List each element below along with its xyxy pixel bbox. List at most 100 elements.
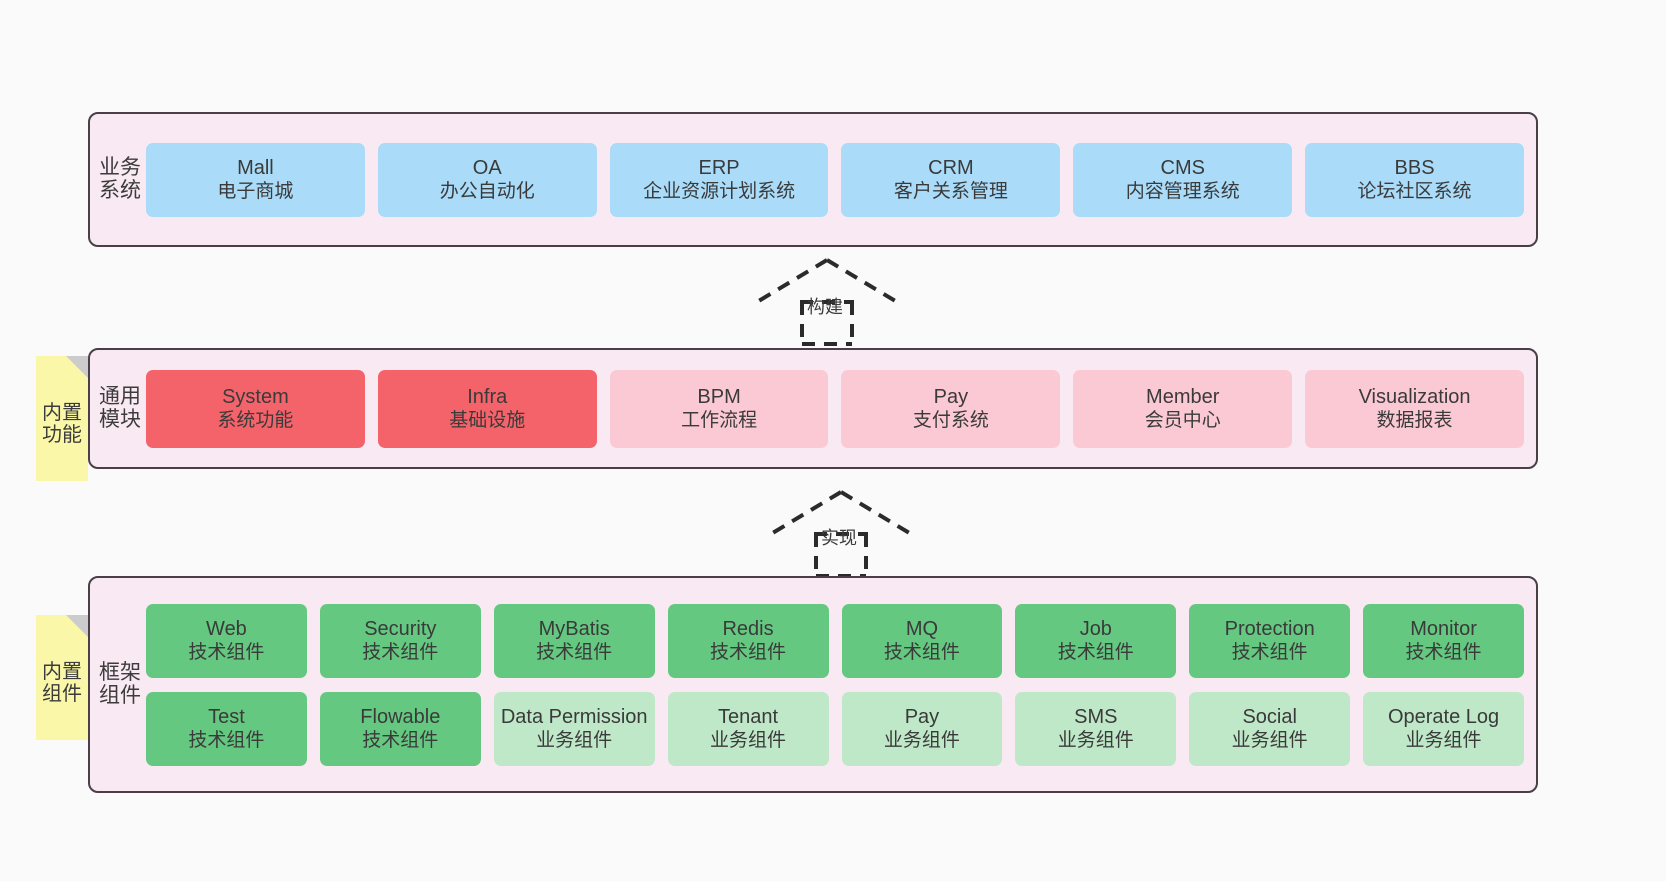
card-mq[interactable]: MQ 技术组件 <box>841 603 1003 678</box>
card-title: Test <box>208 705 245 728</box>
card-subtitle: 技术组件 <box>1231 642 1308 664</box>
card-oa[interactable]: OA 办公自动化 <box>377 142 597 217</box>
card-title: Operate Log <box>1387 705 1500 728</box>
card-row: Test 技术组件 Flowable 技术组件 Data Permission … <box>142 691 1536 766</box>
card-subtitle: 技术组件 <box>188 642 265 664</box>
card-subtitle: 业务组件 <box>536 730 613 752</box>
card-flowable[interactable]: Flowable 技术组件 <box>319 691 481 766</box>
card-test[interactable]: Test 技术组件 <box>146 691 307 766</box>
card-title: Data Permission <box>500 705 648 728</box>
note-builtin-functions: 内置功能 <box>36 356 88 481</box>
card-title: Visualization <box>1358 385 1471 408</box>
card-title: System <box>222 385 289 408</box>
card-subtitle: 电子商城 <box>217 181 294 203</box>
card-mybatis[interactable]: MyBatis 技术组件 <box>493 603 655 678</box>
card-title: Infra <box>467 385 508 408</box>
card-title: Job <box>1079 617 1112 640</box>
card-title: Pay <box>904 705 940 728</box>
card-subtitle: 工作流程 <box>681 410 758 432</box>
card-web[interactable]: Web 技术组件 <box>146 603 307 678</box>
card-cms[interactable]: CMS 内容管理系统 <box>1073 142 1293 217</box>
card-subtitle: 内容管理系统 <box>1125 181 1240 203</box>
card-row: System 系统功能 Infra 基础设施 BPM 工作流程 Pay 支付系统… <box>142 369 1536 448</box>
card-subtitle: 业务组件 <box>1405 730 1482 752</box>
card-pay-component[interactable]: Pay 业务组件 <box>841 691 1003 766</box>
card-title: Social <box>1242 705 1297 728</box>
card-bbs[interactable]: BBS 论坛社区系统 <box>1305 142 1524 217</box>
note-text: 内置功能 <box>42 401 82 446</box>
card-title: MQ <box>905 617 939 640</box>
card-title: Monitor <box>1410 617 1477 640</box>
card-subtitle: 技术组件 <box>536 642 613 664</box>
note-fold-corner-icon <box>66 615 88 637</box>
card-title: SMS <box>1074 705 1118 728</box>
card-row: Mall 电子商城 OA 办公自动化 ERP 企业资源计划系统 CRM 客户关系… <box>142 142 1536 217</box>
card-monitor[interactable]: Monitor 技术组件 <box>1363 603 1524 678</box>
layer-framework-components: 框架组件 Web 技术组件 Security 技术组件 MyBatis 技术组件… <box>88 576 1538 793</box>
card-member[interactable]: Member 会员中心 <box>1073 369 1293 448</box>
card-subtitle: 会员中心 <box>1144 410 1221 432</box>
card-subtitle: 技术组件 <box>362 642 439 664</box>
card-title: Pay <box>933 385 969 408</box>
card-title: Security <box>364 617 437 640</box>
card-subtitle: 业务组件 <box>883 730 960 752</box>
card-title: Protection <box>1224 617 1315 640</box>
card-title: Mall <box>237 156 274 179</box>
card-protection[interactable]: Protection 技术组件 <box>1189 603 1351 678</box>
connector-label-build: 构建 <box>807 297 843 317</box>
card-operate-log[interactable]: Operate Log 业务组件 <box>1363 691 1524 766</box>
card-social[interactable]: Social 业务组件 <box>1189 691 1351 766</box>
card-title: BPM <box>697 385 741 408</box>
card-subtitle: 技术组件 <box>883 642 960 664</box>
card-crm[interactable]: CRM 客户关系管理 <box>841 142 1061 217</box>
card-title: BBS <box>1394 156 1435 179</box>
card-subtitle: 业务组件 <box>1231 730 1308 752</box>
card-subtitle: 技术组件 <box>1405 642 1482 664</box>
card-visualization[interactable]: Visualization 数据报表 <box>1305 369 1524 448</box>
card-sms[interactable]: SMS 业务组件 <box>1015 691 1177 766</box>
card-title: CMS <box>1160 156 1205 179</box>
card-infra[interactable]: Infra 基础设施 <box>377 369 597 448</box>
card-redis[interactable]: Redis 技术组件 <box>667 603 829 678</box>
card-subtitle: 支付系统 <box>912 410 989 432</box>
card-tenant[interactable]: Tenant 业务组件 <box>667 691 829 766</box>
layer-general-modules: 通用模块 System 系统功能 Infra 基础设施 BPM 工作流程 Pay… <box>88 348 1538 469</box>
card-job[interactable]: Job 技术组件 <box>1015 603 1177 678</box>
card-subtitle: 系统功能 <box>217 410 294 432</box>
layer-body-general-modules: System 系统功能 Infra 基础设施 BPM 工作流程 Pay 支付系统… <box>142 350 1536 467</box>
card-bpm[interactable]: BPM 工作流程 <box>609 369 829 448</box>
card-subtitle: 技术组件 <box>188 730 265 752</box>
card-system[interactable]: System 系统功能 <box>146 369 365 448</box>
card-title: Flowable <box>360 705 441 728</box>
layer-body-business-systems: Mall 电子商城 OA 办公自动化 ERP 企业资源计划系统 CRM 客户关系… <box>142 114 1536 245</box>
card-title: Web <box>206 617 247 640</box>
card-subtitle: 论坛社区系统 <box>1357 181 1472 203</box>
layer-label-business-systems: 业务系统 <box>99 156 141 202</box>
card-subtitle: 业务组件 <box>710 730 787 752</box>
card-erp[interactable]: ERP 企业资源计划系统 <box>609 142 829 217</box>
card-subtitle: 技术组件 <box>362 730 439 752</box>
connector-label-implement: 实现 <box>821 528 857 548</box>
card-subtitle: 业务组件 <box>1057 730 1134 752</box>
card-title: Redis <box>722 617 774 640</box>
card-security[interactable]: Security 技术组件 <box>319 603 481 678</box>
card-title: OA <box>472 156 502 179</box>
card-subtitle: 技术组件 <box>1057 642 1134 664</box>
card-title: Member <box>1146 385 1220 408</box>
card-title: MyBatis <box>538 617 610 640</box>
layer-label-framework-components: 框架组件 <box>99 661 141 707</box>
note-builtin-components: 内置组件 <box>36 615 88 740</box>
card-subtitle: 企业资源计划系统 <box>643 181 796 203</box>
note-text: 内置组件 <box>42 660 82 705</box>
card-data-permission[interactable]: Data Permission 业务组件 <box>493 691 655 766</box>
card-row: Web 技术组件 Security 技术组件 MyBatis 技术组件 Redi… <box>142 603 1536 678</box>
card-subtitle: 办公自动化 <box>439 181 535 203</box>
layer-business-systems: 业务系统 Mall 电子商城 OA 办公自动化 ERP 企业资源计划系统 CRM… <box>88 112 1538 247</box>
card-title: CRM <box>928 156 974 179</box>
card-mall[interactable]: Mall 电子商城 <box>146 142 365 217</box>
card-title: Tenant <box>718 705 779 728</box>
layer-body-framework-components: Web 技术组件 Security 技术组件 MyBatis 技术组件 Redi… <box>142 564 1536 805</box>
card-pay-module[interactable]: Pay 支付系统 <box>841 369 1061 448</box>
card-subtitle: 数据报表 <box>1376 410 1453 432</box>
